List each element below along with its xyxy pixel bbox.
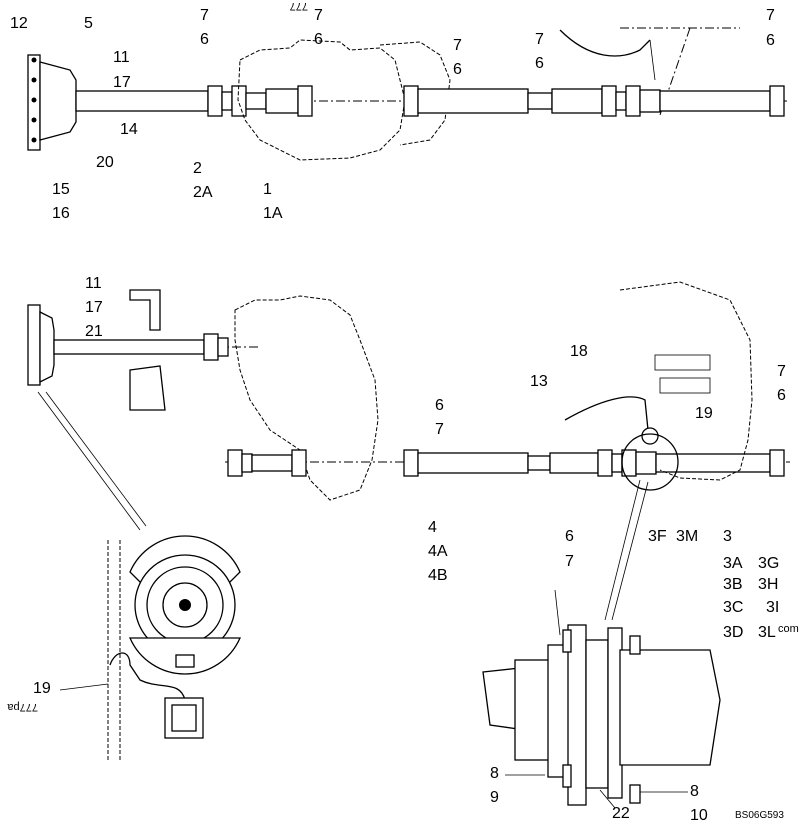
callout-c5: 5 xyxy=(84,15,93,32)
callout-c11b: 11 xyxy=(85,275,102,292)
callout-c1: 1 xyxy=(263,181,272,198)
callout-c1A: 1A xyxy=(263,205,283,222)
callout-c4A: 4A xyxy=(428,543,448,560)
callout-c4B: 4B xyxy=(428,567,448,584)
callout-c3G: 3G xyxy=(758,555,779,572)
callout-labels: 12 5 11 17 14 20 15 16 2 2A 1 1A 7 6 7 6 7 6 7 6 7 6 11 17 21 18 1… xyxy=(10,7,786,824)
callout-c10: 10 xyxy=(690,807,708,824)
callout-c18: 18 xyxy=(570,343,588,360)
callout-c6g: 6 xyxy=(435,397,444,414)
flange-bolts xyxy=(31,57,37,143)
callout-c7b: 7 xyxy=(314,7,323,24)
callout-c21: 21 xyxy=(85,323,103,340)
callout-c9: 9 xyxy=(490,789,499,806)
callout-c3H: 3H xyxy=(758,576,778,593)
callout-c11a: 11 xyxy=(113,49,130,66)
callout-c20: 20 xyxy=(96,154,114,171)
callout-c3: 3 xyxy=(723,528,732,545)
callout-c3L: 3L xyxy=(758,624,776,641)
callout-c17a: 17 xyxy=(113,74,131,91)
callout-c8b: 8 xyxy=(690,783,699,800)
callout-c3B: 3B xyxy=(723,576,743,593)
callout-c3A: 3A xyxy=(723,555,743,572)
callout-c7e: 7 xyxy=(766,7,775,24)
callout-c7f: 7 xyxy=(777,363,786,380)
top-assembly xyxy=(27,27,790,161)
callout-c6c: 6 xyxy=(453,61,462,78)
callout-c3D: 3D xyxy=(723,624,743,641)
callout-c3F: 3F xyxy=(648,528,667,545)
brake-detail xyxy=(482,589,721,809)
callout-c22: 22 xyxy=(612,805,630,822)
callout-c13: 13 xyxy=(530,373,548,390)
callout-c2: 2 xyxy=(193,160,202,177)
callout-c6f: 6 xyxy=(777,387,786,404)
callout-c3M: 3M xyxy=(676,528,698,545)
callout-c7a: 7 xyxy=(200,7,209,24)
callout-c6e: 6 xyxy=(766,32,775,49)
callout-c12: 12 xyxy=(10,15,28,32)
callout-c19a: 19 xyxy=(695,405,713,422)
callout-c3C: 3C xyxy=(723,599,743,616)
callout-c4: 4 xyxy=(428,519,437,536)
watermark-right: com xyxy=(778,623,799,635)
flywheel-detail xyxy=(37,391,241,760)
callout-c7d: 7 xyxy=(535,31,544,48)
callout-c6d: 6 xyxy=(535,55,544,72)
callout-c17b: 17 xyxy=(85,299,103,316)
callout-c7g: 7 xyxy=(435,421,444,438)
callout-c19b: 19 xyxy=(33,680,51,697)
callout-c16: 16 xyxy=(52,205,70,222)
callout-c7c: 7 xyxy=(453,37,462,54)
callout-c6a: 6 xyxy=(200,31,209,48)
callout-c6b: 6 xyxy=(314,31,323,48)
drawing-code: BS06G593 xyxy=(735,810,784,821)
callout-c3I: 3I xyxy=(766,599,779,616)
callout-c7h: 7 xyxy=(565,553,574,570)
callout-c14: 14 xyxy=(120,121,138,138)
callout-c2A: 2A xyxy=(193,184,213,201)
callout-c15: 15 xyxy=(52,181,70,198)
middle-assembly xyxy=(27,281,790,621)
watermark-top: 777 xyxy=(290,0,308,12)
callout-c8a: 8 xyxy=(490,765,499,782)
watermark-left: 777pa xyxy=(7,701,38,713)
callout-c6h: 6 xyxy=(565,528,574,545)
